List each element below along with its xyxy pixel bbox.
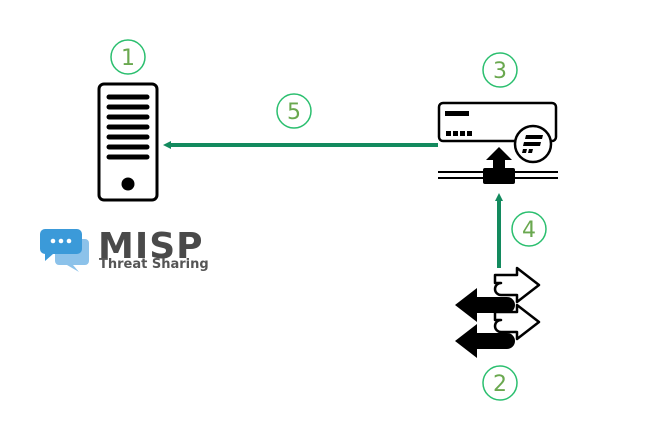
step-label: 5 bbox=[287, 100, 301, 125]
step-label: 1 bbox=[121, 46, 135, 71]
firewall-device-icon bbox=[437, 101, 558, 184]
step-marker-4: 4 bbox=[511, 211, 547, 247]
step-circle bbox=[482, 52, 518, 88]
step-marker-2: 2 bbox=[482, 365, 518, 401]
step-circle bbox=[276, 93, 312, 129]
step-marker-5: 5 bbox=[276, 93, 312, 129]
step-marker-3: 3 bbox=[482, 52, 518, 88]
step-label: 2 bbox=[493, 372, 507, 397]
step-circle bbox=[511, 211, 547, 247]
step-label: 3 bbox=[493, 59, 507, 84]
step-circle bbox=[110, 39, 146, 75]
bidirectional-arrows-icon bbox=[455, 266, 541, 358]
chat-bubbles-icon bbox=[40, 229, 89, 272]
step-marker-1: 1 bbox=[110, 39, 146, 75]
misp-title: MISP bbox=[98, 226, 204, 267]
step-circle bbox=[482, 365, 518, 401]
misp-logo: MISP Threat Sharing bbox=[40, 226, 209, 272]
server-tower-icon bbox=[97, 82, 159, 202]
step-label: 4 bbox=[522, 218, 536, 243]
misp-subtitle: Threat Sharing bbox=[99, 257, 209, 272]
